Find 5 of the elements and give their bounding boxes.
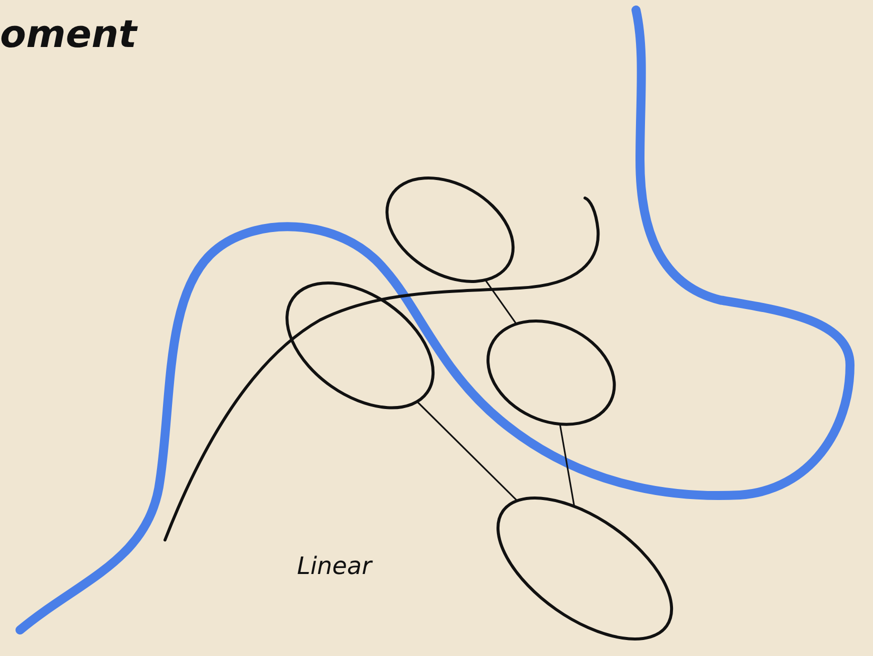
connector-line [484,280,518,325]
title: oment [0,12,137,56]
connector-line [416,400,518,502]
caption-label: Linear [297,552,372,580]
connector-line [559,424,575,506]
